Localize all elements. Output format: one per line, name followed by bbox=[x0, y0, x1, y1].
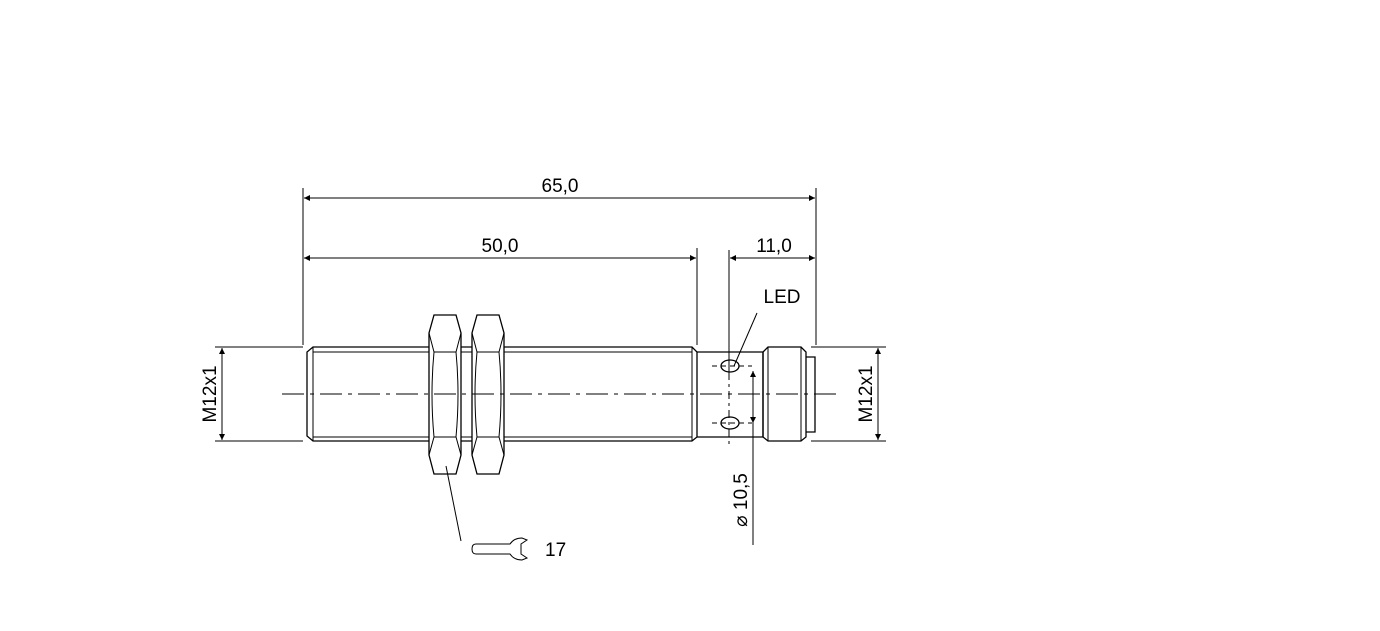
dimension-thread-left: M12x1 bbox=[200, 348, 225, 440]
diameter-label: ⌀ 10,5 bbox=[731, 473, 752, 527]
dim-65: 65,0 bbox=[542, 176, 579, 197]
wrench-size: 17 bbox=[545, 540, 566, 561]
extension-lines bbox=[215, 188, 886, 442]
dim-50: 50,0 bbox=[482, 236, 519, 257]
dimension-thread-right: M12x1 bbox=[856, 348, 881, 440]
wrench-leader bbox=[445, 465, 462, 542]
dimension-thread-length: 50,0 bbox=[304, 236, 696, 261]
dimension-diameter: ⌀ 10,5 bbox=[731, 371, 756, 545]
dim-11: 11,0 bbox=[756, 236, 792, 257]
thread-label-right: M12x1 bbox=[856, 365, 877, 422]
thread-label-left: M12x1 bbox=[200, 365, 221, 422]
led-windows bbox=[712, 359, 752, 445]
led-label: LED bbox=[764, 287, 801, 308]
dimension-connector-length: 11,0 bbox=[730, 236, 815, 261]
wrench-icon bbox=[471, 537, 529, 561]
led-leader bbox=[733, 312, 758, 367]
dimension-overall: 65,0 bbox=[304, 176, 815, 201]
